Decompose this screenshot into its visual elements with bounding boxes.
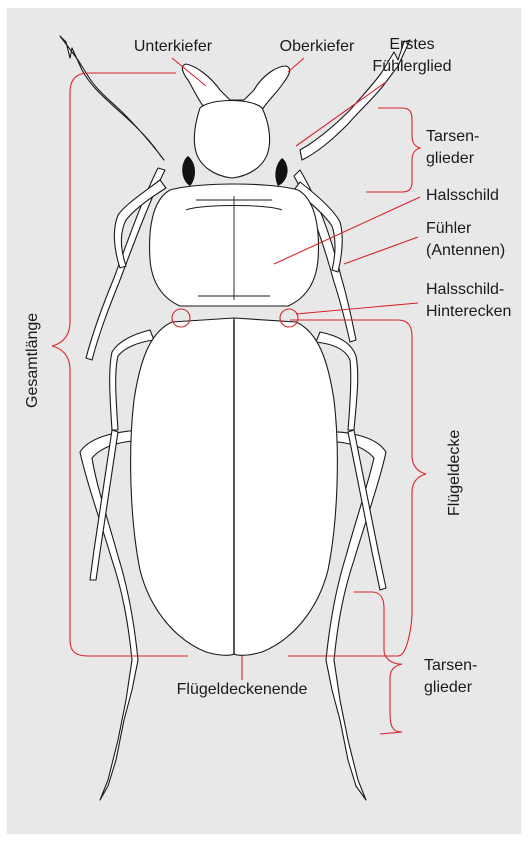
- label-fuehler-line1: Fühler: [426, 219, 471, 239]
- left-elytron: [131, 318, 234, 655]
- label-hinterecken-line2: Hinterecken: [426, 302, 511, 322]
- left-eye: [182, 156, 195, 186]
- label-halsschild: Halsschild: [426, 186, 499, 206]
- label-hinterecken-line1: Halsschild-: [426, 280, 504, 300]
- label-fluegeldeckenende: Flügeldeckenende: [140, 680, 344, 700]
- label-tarsen-bottom-line2: glieder: [424, 678, 472, 698]
- label-fluegeldecke: Flügeldecke: [446, 430, 464, 516]
- label-tarsen-top-line2: glieder: [426, 149, 474, 169]
- label-oberkiefer: Oberkiefer: [271, 37, 363, 57]
- leader-oberkiefer: [288, 58, 304, 72]
- label-tarsen-bottom-line1: Tarsen-: [424, 656, 477, 676]
- label-erstes-line1: Erstes: [362, 35, 462, 55]
- label-fuehler-line2: (Antennen): [426, 241, 505, 261]
- head: [194, 101, 269, 179]
- leader-erstes: [296, 82, 386, 146]
- label-unterkiefer: Unterkiefer: [124, 37, 222, 57]
- label-gesamtlaenge: Gesamtlänge: [24, 313, 42, 408]
- leader-hinterecken: [296, 303, 418, 314]
- right-elytron: [234, 318, 337, 655]
- label-tarsen-top-line1: Tarsen-: [426, 127, 479, 147]
- leader-fuehler: [344, 237, 418, 264]
- tarsen-bottom-bracket: [354, 592, 402, 734]
- right-eye: [275, 158, 287, 186]
- label-erstes-line2: Fühlerglied: [362, 57, 462, 77]
- tarsen-top-bracket: [366, 108, 420, 192]
